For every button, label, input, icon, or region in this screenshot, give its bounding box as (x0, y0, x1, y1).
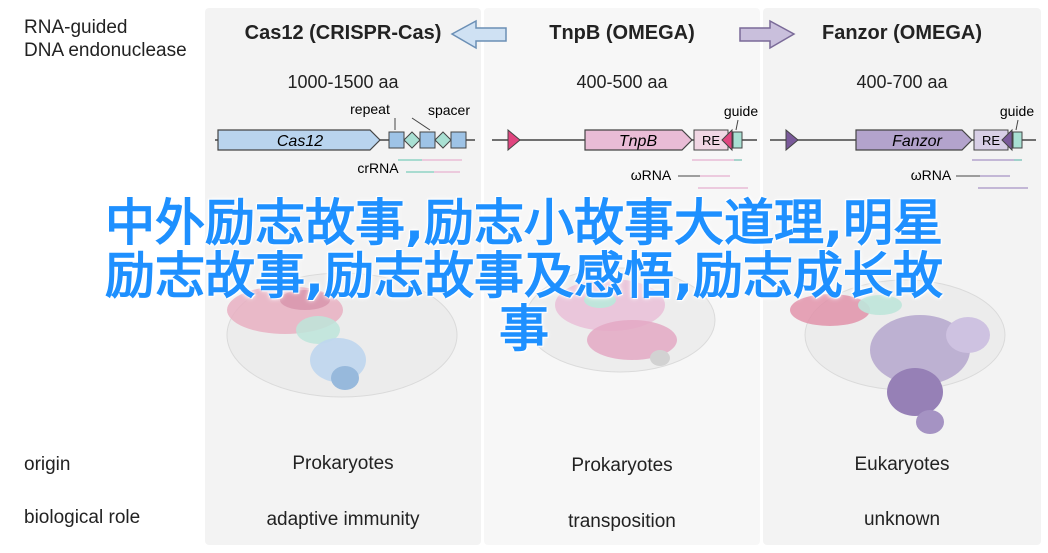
fanzor-left-end-icon (785, 128, 799, 152)
tnpb-title: TnpB (OMEGA) (549, 22, 695, 44)
row-header-description: RNA-guided DNA endonuclease (24, 16, 187, 62)
cas12-structure-image (226, 272, 458, 398)
tnpb-guide-box (732, 131, 743, 149)
fanzor-rna-label: ωRNA (911, 167, 952, 183)
fanzor-role: unknown (863, 509, 941, 530)
spacer-diamond-1 (403, 131, 421, 149)
fanzor-guide-pointer (1015, 119, 1019, 131)
cas12-gene-label: Cas12 (277, 133, 323, 150)
header-line-2: DNA endonuclease (24, 40, 187, 61)
cas12-size: 1000-1500 aa (287, 72, 399, 92)
tnpb-guide-pointer (735, 119, 739, 131)
watermark-overlay-text: 中外励志故事,励志小故事大道理,明星 励志故事,励志故事及感悟,励志成长故 事 (0, 197, 1048, 356)
tnpb-structure-image (524, 267, 716, 373)
spacer-pointer (411, 117, 431, 131)
crrna-label: crRNA (357, 160, 399, 176)
tnpb-left-end-icon (507, 128, 521, 152)
repeat-label: repeat (350, 101, 390, 117)
tnpb-right-end-icon (721, 128, 733, 152)
fanzor-re-label: RE (982, 133, 1000, 148)
repeat-box-1 (388, 131, 405, 149)
fanzor-gene-label: Fanzor (892, 133, 942, 150)
arrow-left-icon (450, 19, 507, 50)
spacer-diamond-2 (434, 131, 452, 149)
row-label-role: biological role (24, 507, 141, 528)
tnpb-gene-label: TnpB (619, 133, 658, 150)
tnpb-rna-label: ωRNA (631, 167, 672, 183)
repeat-box-3 (450, 131, 467, 149)
cas12-role: adaptive immunity (266, 509, 420, 530)
cas12-title: Cas12 (CRISPR-Cas) (244, 22, 442, 44)
tnpb-gene-arrow (584, 129, 693, 151)
spacer-label: spacer (428, 102, 470, 118)
row-label-origin: origin (24, 454, 71, 475)
tnpb-size: 400-500 aa (576, 72, 668, 92)
fanzor-title: Fanzor (OMEGA) (822, 22, 982, 44)
overlay-line-1: 中外励志故事,励志小故事大道理,明星 (105, 194, 943, 252)
overlay-line-3: 事 (499, 300, 549, 358)
tnpb-origin: Prokaryotes (571, 455, 673, 476)
arrow-right-icon (739, 19, 796, 50)
fanzor-column-bg (763, 8, 1041, 545)
overlay-line-2: 励志故事,励志故事及感悟,励志成长故 (105, 247, 943, 305)
fanzor-gene-arrow (855, 129, 973, 151)
fanzor-right-end-icon (1001, 128, 1013, 152)
fanzor-origin: Eukaryotes (854, 454, 950, 475)
tnpb-re-label: RE (702, 133, 720, 148)
repeat-box-2 (419, 131, 436, 149)
fanzor-guide-box (1012, 131, 1023, 149)
cas12-origin: Prokaryotes (292, 453, 394, 474)
cas12-gene-arrow (217, 129, 381, 151)
tnpb-guide-label: guide (724, 103, 758, 119)
fanzor-structure-image (790, 279, 1006, 434)
tnpb-role: transposition (568, 511, 676, 532)
fanzor-size: 400-700 aa (856, 72, 948, 92)
fanzor-guide-label: guide (1000, 103, 1034, 119)
header-line-1: RNA-guided (24, 17, 128, 38)
